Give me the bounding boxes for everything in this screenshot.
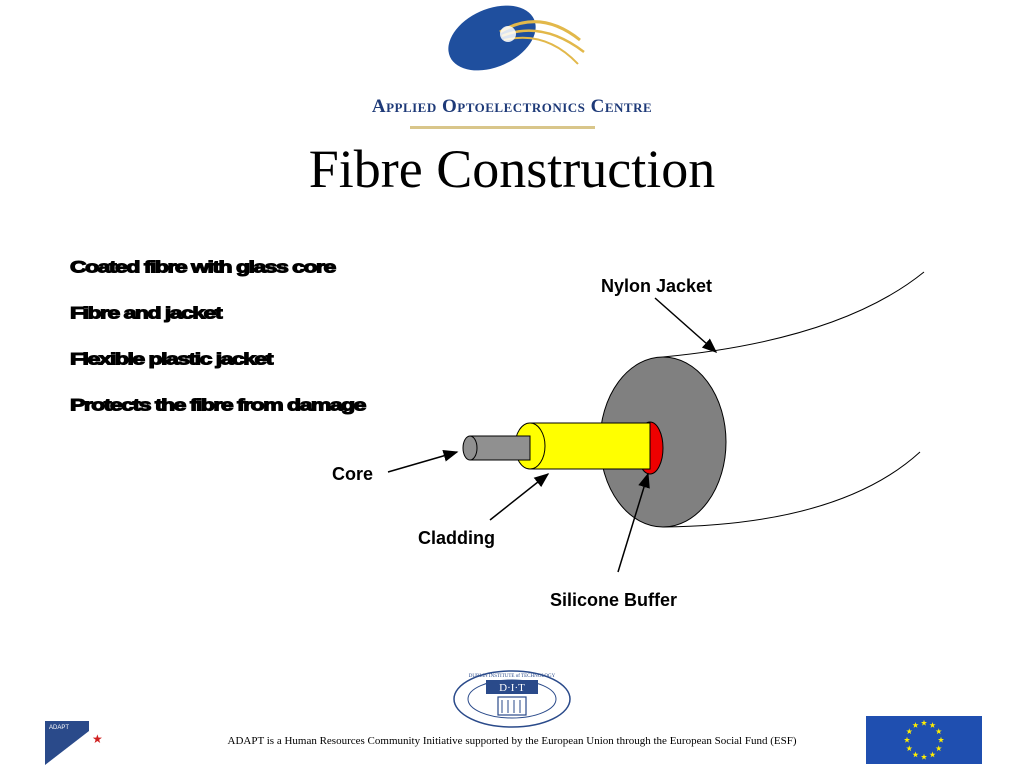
cladding-label: Cladding — [418, 528, 495, 548]
star-icon: ★ — [92, 732, 103, 746]
bullet-item-4: Protects the fibre from damage — [69, 395, 367, 414]
dit-ring-text: DUBLIN INSTITUTE of TECHNOLOGY — [469, 674, 556, 679]
eu-star — [903, 736, 911, 743]
eu-star — [935, 745, 942, 752]
eu-star — [929, 722, 936, 728]
eu-star — [912, 751, 919, 758]
eu-star — [920, 753, 928, 760]
nylon-jacket-label: Nylon Jacket — [601, 276, 712, 296]
adapt-logo: ADAPT — [45, 721, 89, 765]
bullet-list: Coated fibre with glass core Fibre and j… — [69, 257, 410, 442]
cladding-leader — [489, 473, 550, 521]
eu-star — [912, 722, 919, 728]
dit-logo-text: D·I·T — [499, 682, 525, 694]
eu-flag-icon — [866, 716, 982, 764]
footer-text: ADAPT is a Human Resources Community Ini… — [227, 735, 797, 747]
core-leader — [387, 449, 459, 473]
eu-star — [935, 728, 942, 735]
eu-star — [929, 751, 936, 758]
adapt-logo-text: ADAPT — [49, 725, 69, 731]
slide-title: Fibre Construction — [308, 139, 716, 199]
eu-star — [937, 736, 945, 743]
eu-star — [920, 719, 928, 726]
eu-star — [906, 745, 913, 752]
bullet-item-2: Fibre and jacket — [69, 303, 223, 322]
jacket-bottom-curve — [662, 451, 921, 528]
core-label: Core — [332, 464, 373, 484]
aoc-logo — [448, 5, 585, 71]
cladding-body — [529, 422, 651, 470]
nylon-jacket-leader — [654, 297, 718, 353]
dit-logo: D·I·T DUBLIN INSTITUTE of TECHNOLOGY — [453, 670, 571, 728]
bullet-item-3: Flexible plastic jacket — [69, 349, 274, 368]
bullet-item-1: Coated fibre with glass core — [69, 257, 337, 276]
silicone-buffer-leader — [617, 472, 650, 573]
eu-star — [906, 728, 913, 735]
org-name: Applied Optoelectronics Centre — [371, 96, 653, 117]
core-end — [462, 435, 478, 461]
org-name-underline — [410, 126, 595, 129]
core-body — [469, 435, 531, 461]
silicone-buffer-label: Silicone Buffer — [550, 590, 677, 610]
